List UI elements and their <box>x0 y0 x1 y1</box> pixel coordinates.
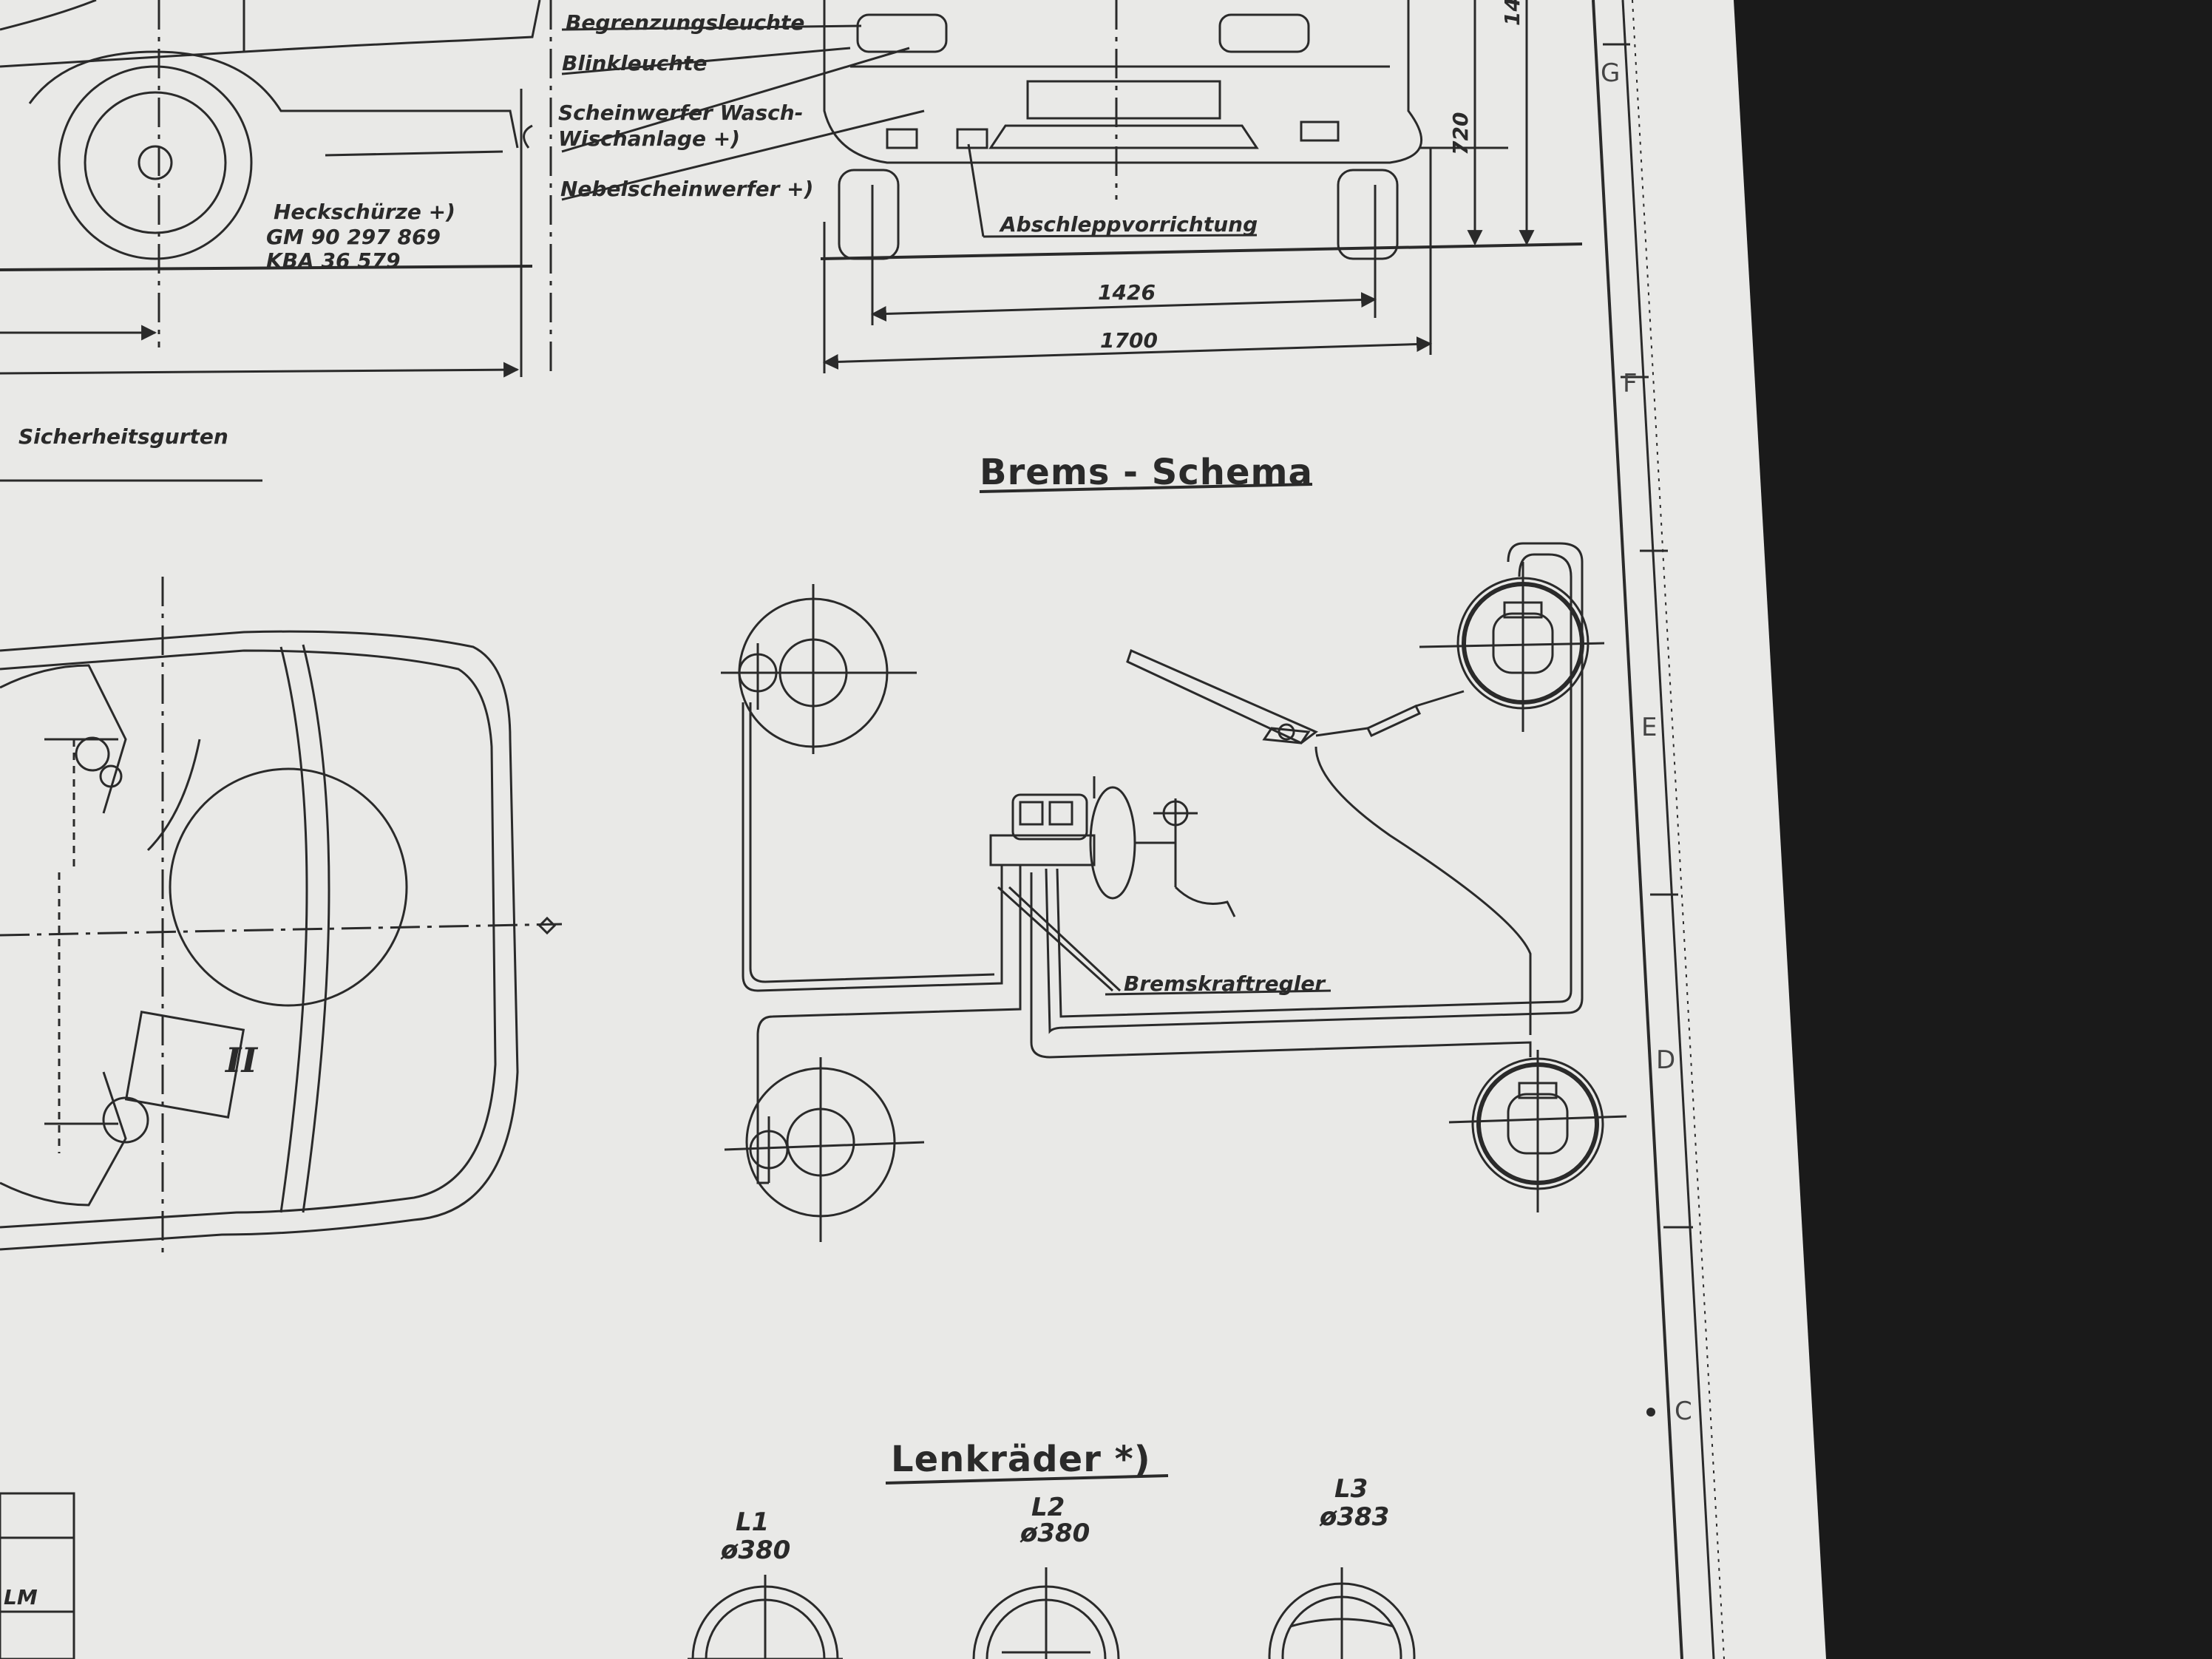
dim-1426: 1426 <box>1098 280 1156 305</box>
handbrake-lever <box>1126 648 1465 744</box>
steering-wheel-l3-code: L3 <box>1334 1474 1368 1504</box>
label-roman-ii: II <box>224 1040 259 1080</box>
label-abschleppvorrichtung: Abschleppvorrichtung <box>999 212 1258 237</box>
brake-schema-title: Brems - Schema <box>980 452 1313 493</box>
front-view-drawing <box>820 0 1583 373</box>
label-scheinwerfer-2: Wischanlage +) <box>558 126 740 151</box>
brake-drum-rear-right <box>1448 1050 1627 1212</box>
steering-wheel-l1-diameter: ø380 <box>720 1536 790 1565</box>
steering-wheels-title: Lenkräder *) <box>891 1439 1151 1480</box>
label-heckschurze-gm: GM 90 297 869 <box>266 225 441 249</box>
side-view-drawing <box>0 0 552 482</box>
label-begrenzungsleuchte: Begrenzungsleuchte <box>566 10 804 35</box>
grid-letter-g: G <box>1601 58 1620 88</box>
steering-wheel-l2 <box>972 1567 1120 1659</box>
grid-letter-d: D <box>1656 1045 1675 1075</box>
label-bremskraftregler: Bremskraftregler <box>1124 971 1326 996</box>
grid-letter-f: F <box>1623 369 1638 398</box>
grid-letter-c: C <box>1675 1397 1692 1426</box>
paper-sheet <box>0 0 1826 1659</box>
label-blinkleuchte: Blinkleuchte <box>562 51 708 75</box>
dim-14: 14 <box>1500 0 1524 26</box>
label-table-lm: LM <box>4 1585 38 1609</box>
top-view-drawing <box>0 577 563 1659</box>
brake-disc-front-left <box>721 584 917 754</box>
steering-wheels <box>688 1567 1416 1659</box>
steering-wheel-l2-code: L2 <box>1031 1493 1065 1522</box>
label-heckschurze-kba: KBA 36 579 <box>266 248 401 273</box>
steering-wheel-l3 <box>1268 1567 1416 1659</box>
dim-1700: 1700 <box>1100 328 1158 353</box>
label-scheinwerfer-1: Scheinwerfer Wasch- <box>558 101 803 125</box>
grid-dot <box>1646 1408 1655 1417</box>
master-cylinder-booster <box>989 776 1236 917</box>
grid-letter-e: E <box>1641 713 1657 742</box>
steering-wheel-l1-code: L1 <box>736 1507 769 1537</box>
label-leaders <box>561 24 1258 238</box>
steering-wheel-l2-diameter: ø380 <box>1020 1519 1090 1548</box>
steering-wheel-l3-diameter: ø383 <box>1319 1502 1389 1532</box>
label-heckschurze: Heckschürze +) <box>274 200 455 224</box>
label-sicherheitsgurten: Sicherheitsgurten <box>18 424 228 449</box>
brake-lines <box>742 542 1584 1184</box>
steering-wheel-l1 <box>688 1575 843 1659</box>
dim-720: 720 <box>1448 112 1473 155</box>
label-nebelscheinwerfer: Nebelscheinwerfer +) <box>560 177 813 201</box>
brake-schema-diagram <box>721 542 1627 1242</box>
sheet-border <box>1592 0 1725 1659</box>
